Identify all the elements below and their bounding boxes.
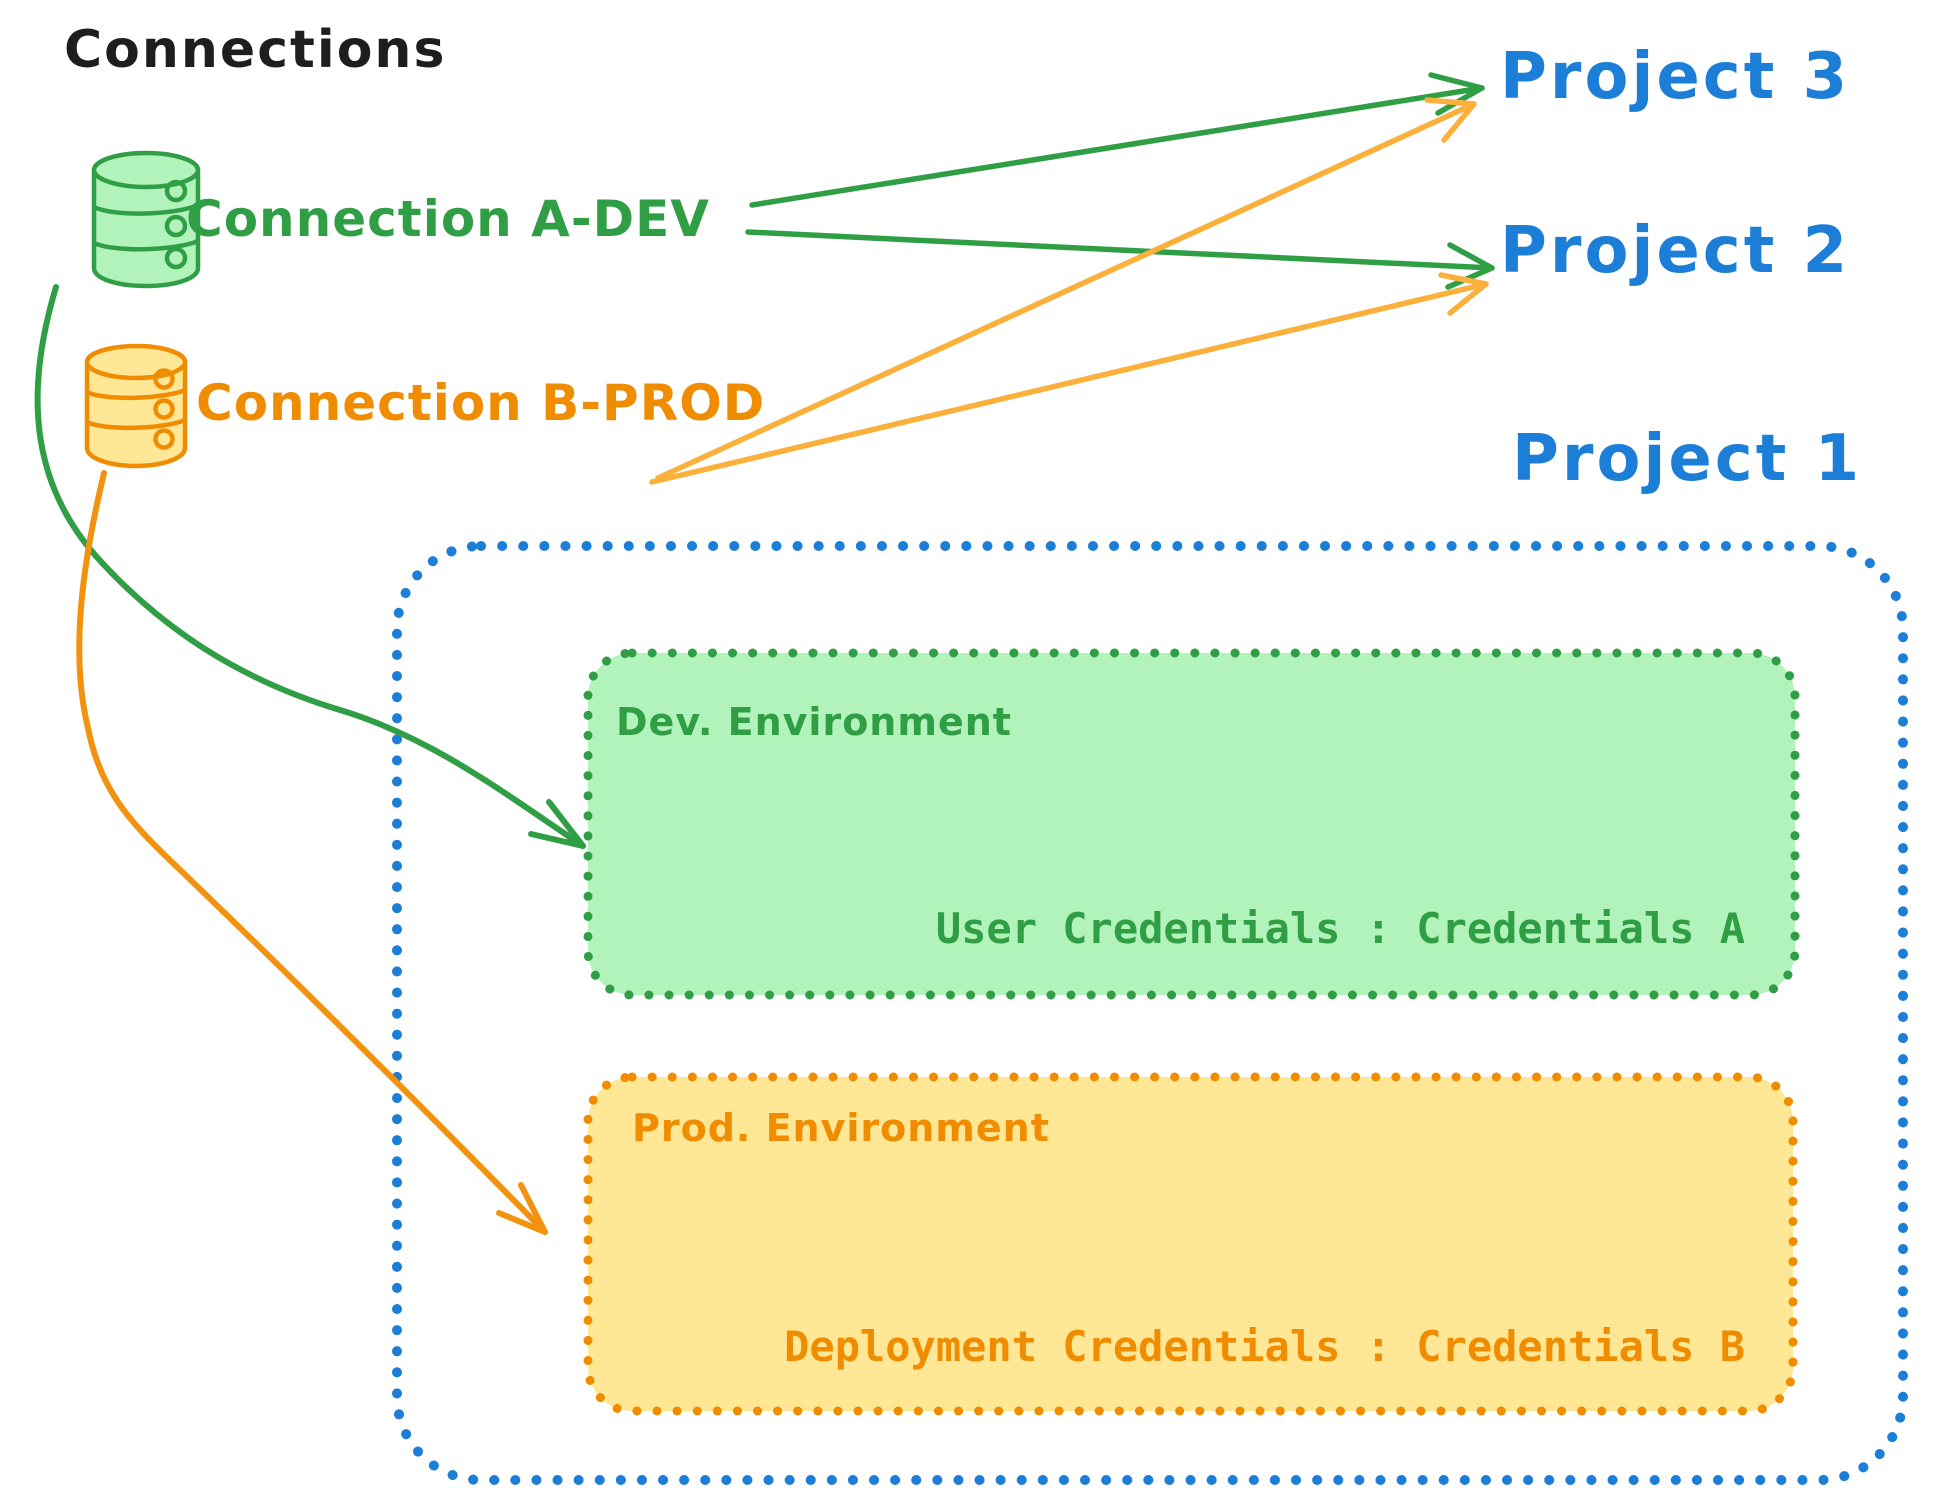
dev-environment-credentials: User Credentials : Credentials A [935,904,1745,953]
project-1-box-border [392,541,1908,1485]
arrow-b-prod-to-project-2 [649,272,1489,485]
dev-environment-box [583,648,1800,1000]
arrow-b-prod-to-prod-environment [76,470,548,1235]
prod-environment-title: Prod. Environment [632,1106,1050,1150]
prod-environment-credentials: Deployment Credentials : Credentials B [784,1322,1745,1371]
database-icon-dev [91,150,201,289]
connection-a-dev-label: Connection A-DEV [186,190,710,248]
arrow-b-prod-to-project-3 [655,97,1477,481]
diagram-title: Connections [64,20,447,80]
project-1-label: Project 1 [1512,422,1863,496]
connection-b-prod-label: Connection B-PROD [196,374,766,432]
prod-environment-box [583,1072,1798,1416]
database-icon-prod [84,343,188,469]
project-2-label: Project 2 [1500,214,1851,288]
project-3-label: Project 3 [1500,40,1851,114]
arrow-a-dev-to-project-2 [745,229,1495,290]
arrow-a-dev-to-project-3 [749,72,1485,208]
arrow-a-dev-to-dev-environment [34,284,586,849]
dev-environment-title: Dev. Environment [616,700,1012,744]
